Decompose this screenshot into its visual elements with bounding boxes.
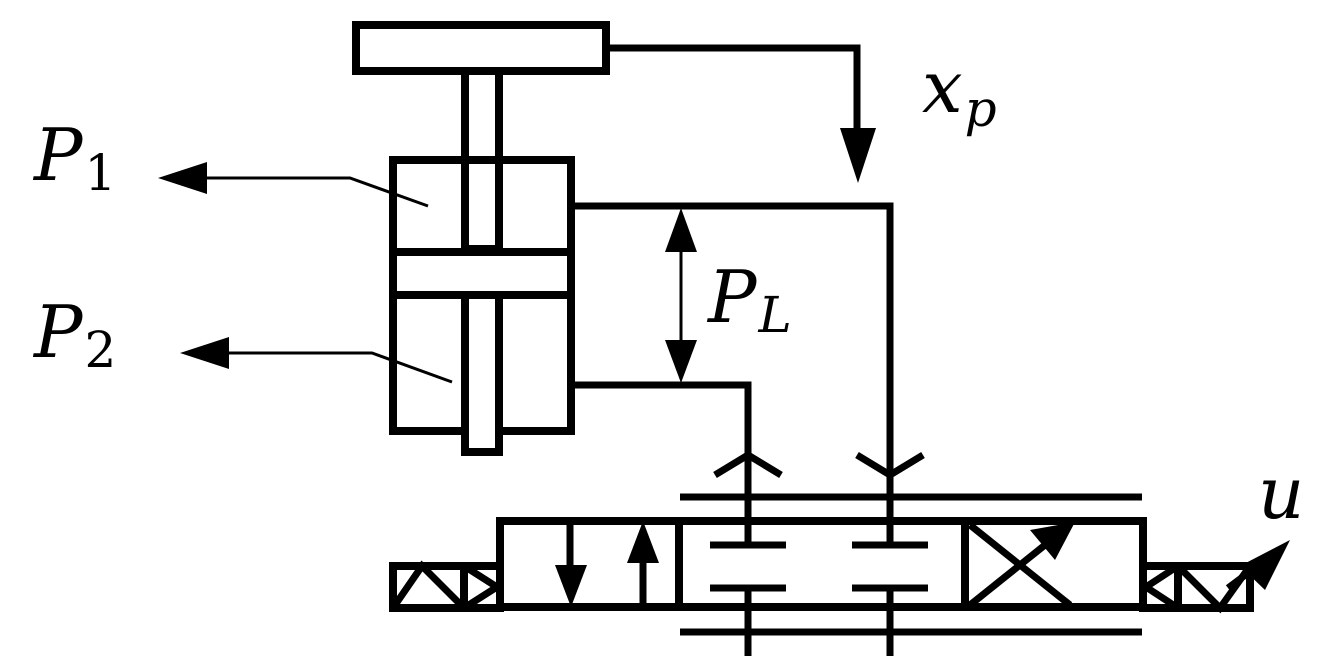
pl-arrow-down-icon xyxy=(665,340,697,383)
port-chevron-left xyxy=(713,450,783,478)
label-p2: P2 xyxy=(32,290,116,379)
p1-leader-line xyxy=(200,176,429,208)
xp-arrow-icon xyxy=(840,128,876,183)
label-p1: P1 xyxy=(32,113,116,202)
piston-rod-lower xyxy=(461,291,503,456)
left-spring-chevron xyxy=(462,563,504,611)
label-pl: PL xyxy=(706,255,792,344)
label-xp: xp xyxy=(922,45,997,138)
piston-head xyxy=(389,248,575,299)
label-u: u xyxy=(1258,451,1304,535)
upper-chamber-line xyxy=(571,202,894,503)
right-spring-chevron xyxy=(1139,563,1180,611)
cross-flow-arrow-icon xyxy=(1030,522,1075,560)
input-u-arrow-icon xyxy=(1240,540,1290,590)
port-chevron-right xyxy=(855,452,925,480)
flow-up-arrow-icon xyxy=(627,521,659,563)
load-mass xyxy=(352,21,610,75)
pl-arrow-up-icon xyxy=(665,208,697,252)
xp-displacement-line xyxy=(606,44,861,130)
p2-arrow-icon xyxy=(180,337,229,369)
left-spring-zigzag xyxy=(390,560,467,611)
lower-chamber-line xyxy=(571,381,752,503)
p1-arrow-icon xyxy=(158,162,207,194)
p2-leader-line xyxy=(222,351,453,384)
cross-flow-line-b xyxy=(967,542,1048,608)
right-spring-zigzag xyxy=(1175,563,1253,614)
flow-down-arrow-icon xyxy=(555,565,587,607)
